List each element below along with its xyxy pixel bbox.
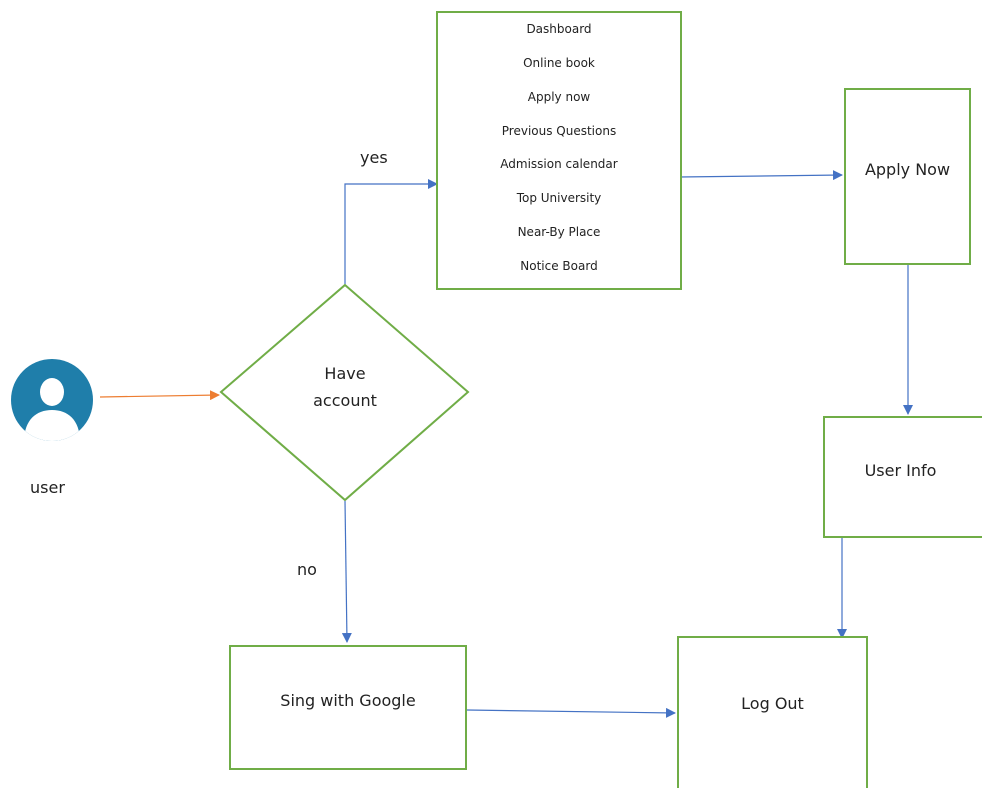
- menu-item-dashboard: Dashboard: [526, 22, 592, 36]
- menu-item-admission-calendar: Admission calendar: [500, 157, 618, 171]
- apply-now-box: Apply Now: [844, 88, 971, 265]
- decision-label-line1: Have: [324, 364, 366, 383]
- log-out-box: Log Out: [677, 636, 868, 788]
- menu-item-previous-questions: Previous Questions: [501, 124, 617, 138]
- menu-item-online-book: Online book: [523, 56, 595, 70]
- edge-label-no: no: [297, 560, 317, 579]
- arrow-user-to-decision: [99, 390, 220, 401]
- user-avatar-icon: [11, 359, 93, 441]
- user-info-label: User Info: [864, 460, 937, 480]
- decision-diamond: [219, 283, 470, 502]
- apply-now-label: Apply Now: [864, 160, 951, 179]
- arrow-no-to-signin: [341, 500, 352, 643]
- user-info-box: User Info: [823, 416, 982, 538]
- arrow-menu-to-apply: [678, 170, 843, 181]
- menu-item-top-university: Top University: [516, 191, 602, 205]
- menu-box: Dashboard Online book Apply now Previous…: [436, 11, 682, 290]
- sign-with-google-box: Sing with Google: [229, 645, 467, 770]
- arrow-yes-to-menu: [344, 179, 438, 284]
- log-out-label: Log Out: [741, 693, 804, 713]
- sign-with-google-label: Sing with Google: [280, 691, 416, 710]
- edge-label-yes: yes: [360, 148, 388, 167]
- arrow-signin-to-logout: [466, 707, 676, 718]
- decision-label-line2: account: [313, 391, 377, 410]
- user-label: user: [30, 478, 65, 497]
- menu-item-near-by-place: Near-By Place: [517, 225, 601, 239]
- menu-item-notice-board: Notice Board: [520, 259, 598, 273]
- decision-label: Have account: [290, 360, 400, 414]
- menu-item-apply-now: Apply now: [527, 90, 591, 104]
